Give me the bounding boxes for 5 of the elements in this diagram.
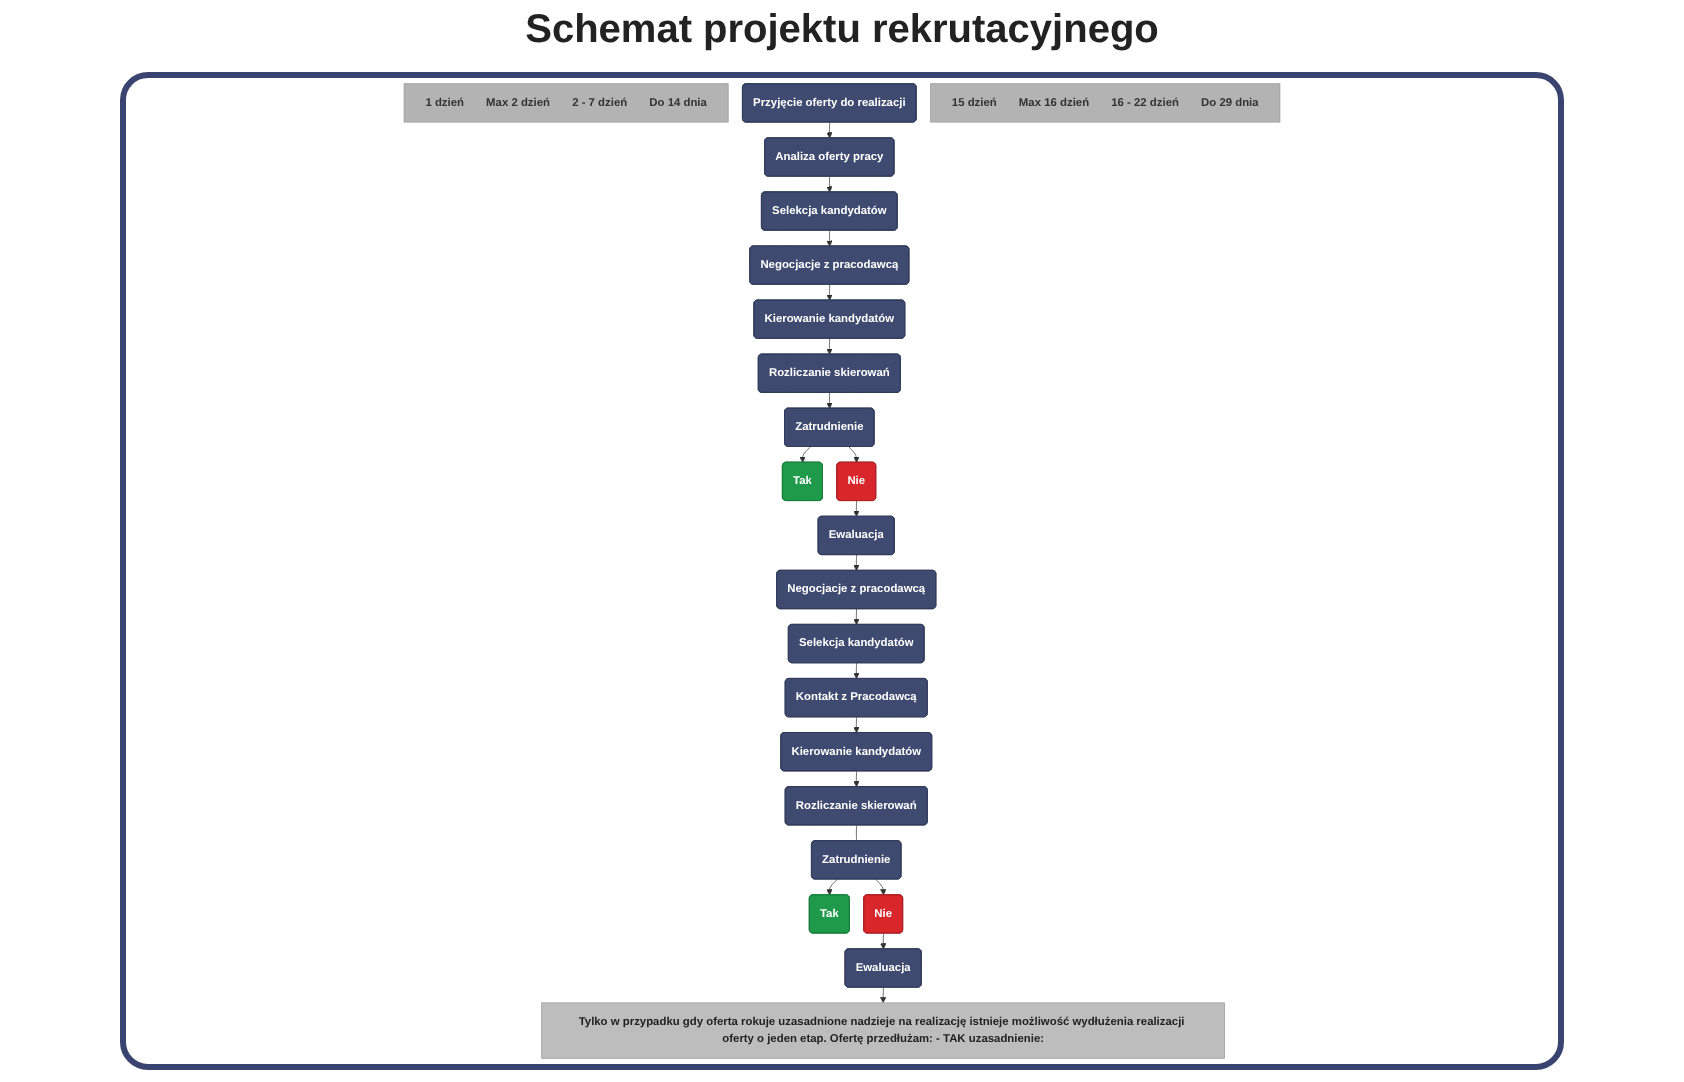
- connector: [856, 824, 857, 842]
- node-box: [930, 83, 1281, 123]
- node-box: [403, 83, 729, 123]
- node-box: [541, 1002, 1225, 1059]
- diagram-title: Schemat projektu rekrutacyjnego: [523, 8, 1161, 54]
